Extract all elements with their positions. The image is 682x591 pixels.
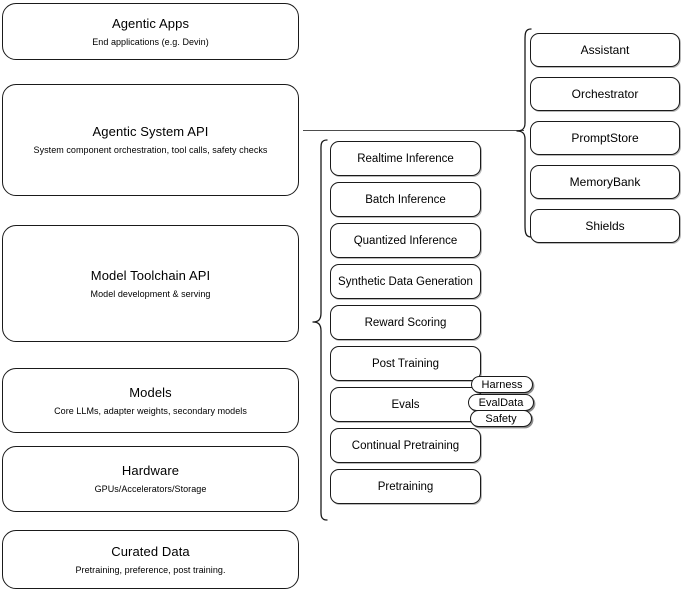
system-api-item-shields[interactable]: Shields xyxy=(530,209,680,243)
system-api-item-label: Orchestrator xyxy=(571,87,639,101)
toolchain-item-continual-pretraining[interactable]: Continual Pretraining xyxy=(330,428,481,463)
layer-subtitle: GPUs/Accelerators/Storage xyxy=(94,484,207,494)
eval-pill-label: Harness xyxy=(481,378,523,391)
toolchain-item-label: Batch Inference xyxy=(365,193,446,206)
toolchain-item-synthetic-data-generation[interactable]: Synthetic Data Generation xyxy=(330,264,481,299)
eval-pill-harness[interactable]: Harness xyxy=(471,376,533,393)
toolchain-item-label: Synthetic Data Generation xyxy=(338,275,473,288)
system-api-item-orchestrator[interactable]: Orchestrator xyxy=(530,77,680,111)
eval-pill-label: Safety xyxy=(485,412,517,425)
layer-subtitle: System component orchestration, tool cal… xyxy=(33,145,268,155)
system-api-item-promptstore[interactable]: PromptStore xyxy=(530,121,680,155)
layer-title: Curated Data xyxy=(111,543,190,559)
layer-title: Agentic System API xyxy=(92,124,209,139)
layer-box-model-toolchain-api[interactable]: Model Toolchain API Model development & … xyxy=(2,225,299,342)
layer-subtitle: End applications (e.g. Devin) xyxy=(92,36,209,47)
layer-box-models[interactable]: Models Core LLMs, adapter weights, secon… xyxy=(2,368,299,433)
toolchain-item-post-training[interactable]: Post Training xyxy=(330,346,481,381)
layer-title: Models xyxy=(129,384,172,400)
toolchain-item-pretraining[interactable]: Pretraining xyxy=(330,469,481,504)
layer-title: Hardware xyxy=(121,463,180,478)
toolchain-item-label: Continual Pretraining xyxy=(351,439,460,452)
system-api-item-label: PromptStore xyxy=(571,131,639,145)
toolchain-item-label: Quantized Inference xyxy=(353,234,458,247)
system-api-item-label: Shields xyxy=(585,219,625,233)
toolchain-item-label: Post Training xyxy=(371,357,440,370)
toolchain-item-label: Evals xyxy=(391,398,420,411)
bracket-model-toolchain xyxy=(312,139,328,521)
toolchain-item-realtime-inference[interactable]: Realtime Inference xyxy=(330,141,481,176)
toolchain-item-batch-inference[interactable]: Batch Inference xyxy=(330,182,481,217)
layer-box-agentic-apps[interactable]: Agentic Apps End applications (e.g. Devi… xyxy=(2,3,299,60)
layer-box-agentic-system-api[interactable]: Agentic System API System component orch… xyxy=(2,84,299,196)
layer-subtitle: Core LLMs, adapter weights, secondary mo… xyxy=(54,405,247,416)
connector-line-system-api xyxy=(303,130,524,131)
bracket-agentic-system xyxy=(516,28,532,238)
layer-subtitle: Pretraining, preference, post training. xyxy=(75,564,226,575)
toolchain-item-quantized-inference[interactable]: Quantized Inference xyxy=(330,223,481,258)
system-api-item-assistant[interactable]: Assistant xyxy=(530,33,680,67)
system-api-item-memorybank[interactable]: MemoryBank xyxy=(530,165,680,199)
system-api-item-label: Assistant xyxy=(580,43,630,57)
eval-pill-safety[interactable]: Safety xyxy=(470,410,532,427)
eval-pill-label: EvalData xyxy=(478,396,524,409)
layer-box-hardware[interactable]: Hardware GPUs/Accelerators/Storage xyxy=(2,446,299,512)
layer-title: Model Toolchain API xyxy=(90,267,211,283)
layer-subtitle: Model development & serving xyxy=(90,288,211,299)
layer-title: Agentic Apps xyxy=(111,15,190,31)
toolchain-item-evals[interactable]: Evals xyxy=(330,387,481,422)
eval-pill-evaldata[interactable]: EvalData xyxy=(468,394,534,411)
layer-box-curated-data[interactable]: Curated Data Pretraining, preference, po… xyxy=(2,530,299,589)
toolchain-item-label: Pretraining xyxy=(377,480,434,493)
system-api-item-label: MemoryBank xyxy=(569,175,641,189)
toolchain-item-label: Realtime Inference xyxy=(357,152,454,165)
toolchain-item-reward-scoring[interactable]: Reward Scoring xyxy=(330,305,481,340)
toolchain-item-label: Reward Scoring xyxy=(364,316,447,329)
